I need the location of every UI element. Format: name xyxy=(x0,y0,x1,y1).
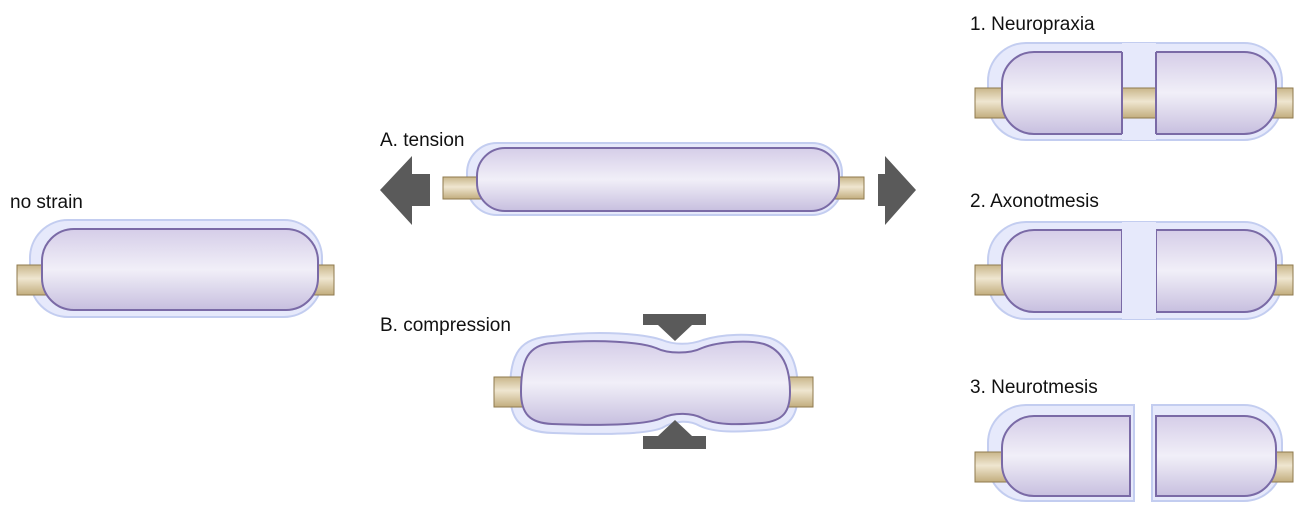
nerve-axonotmesis xyxy=(974,221,1294,320)
nerve-no-strain xyxy=(16,219,335,318)
nerve-body-proximal xyxy=(1001,51,1123,135)
tension-arrow-left-icon xyxy=(380,156,430,225)
label-neurotmesis: 3. Neurotmesis xyxy=(970,377,1098,398)
axon-gap xyxy=(1122,222,1156,319)
nerve-tension xyxy=(380,142,916,225)
label-no-strain: no strain xyxy=(10,192,83,213)
nerve-body-distal xyxy=(1155,229,1277,313)
nerve-body-proximal xyxy=(1001,415,1131,497)
nerve-body xyxy=(476,147,840,212)
nerve-neuropraxia xyxy=(974,42,1294,141)
nerve-body-proximal xyxy=(1001,229,1123,313)
label-compression: B. compression xyxy=(380,315,511,336)
label-neuropraxia: 1. Neuropraxia xyxy=(970,14,1095,35)
compression-arrow-bottom-icon xyxy=(643,420,706,449)
compression-arrow-top-icon xyxy=(643,314,706,341)
nerve-body-distal xyxy=(1155,51,1277,135)
nerve-compression xyxy=(493,314,814,449)
label-axonotmesis: 2. Axonotmesis xyxy=(970,191,1099,212)
nerve-body xyxy=(41,228,319,311)
nerve-body xyxy=(519,340,792,426)
nerve-body-distal xyxy=(1155,415,1277,497)
myelin-gap-bottom xyxy=(1122,134,1156,140)
tension-arrow-right-icon xyxy=(878,156,916,225)
nerve-neurotmesis xyxy=(974,404,1294,502)
myelin-gap-top xyxy=(1122,43,1156,52)
label-tension: A. tension xyxy=(380,130,465,151)
